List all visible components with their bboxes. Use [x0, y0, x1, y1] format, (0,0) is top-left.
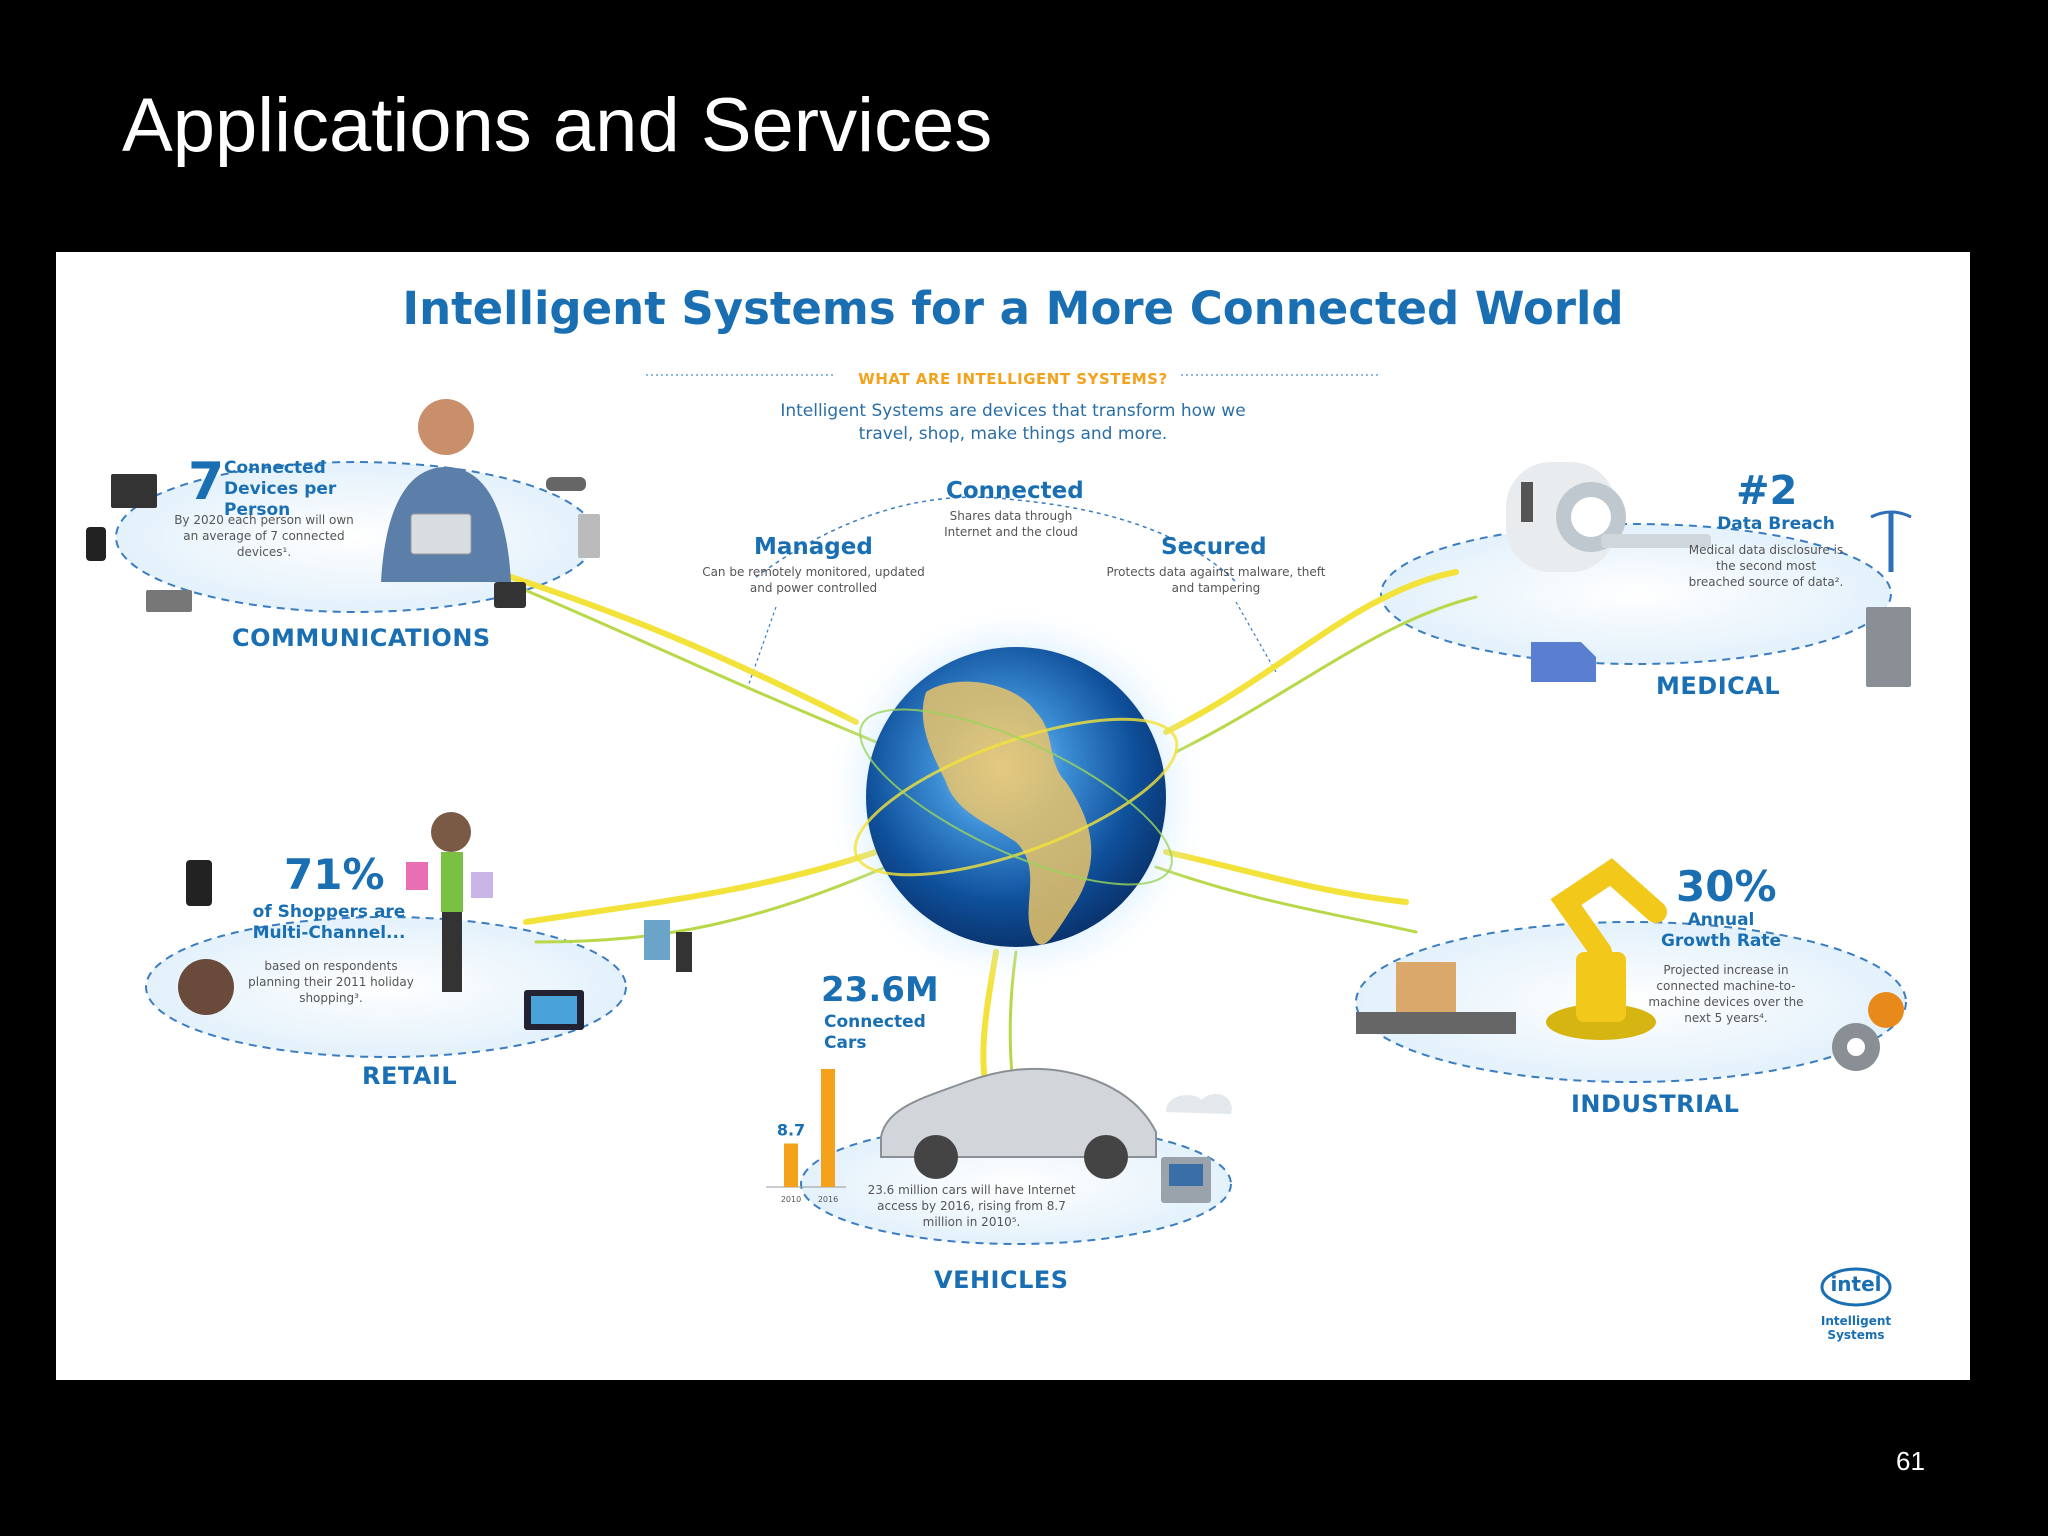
property-managed-label: Managed	[754, 534, 873, 560]
medical-stat: #2	[1736, 468, 1798, 514]
slide-title: Applications and Services	[122, 83, 993, 168]
medical-icons	[1506, 462, 1912, 687]
communications-desc: By 2020 each person will own an average …	[174, 513, 354, 559]
retail-category: RETAIL	[362, 1062, 458, 1090]
retail-icons	[178, 812, 692, 1030]
intro-text: Intelligent Systems are devices that tra…	[780, 401, 1246, 444]
vehicles-desc: 23.6 million cars will have Internet acc…	[867, 1183, 1076, 1229]
vehicles-category: VEHICLES	[934, 1266, 1069, 1294]
property-connected-desc: Shares data through Internet and the clo…	[944, 509, 1078, 539]
property-secured-label: Secured	[1161, 534, 1267, 560]
medical-stat-label: Data Breach	[1717, 514, 1835, 534]
bar-2010-value-label: 8.7	[777, 1121, 805, 1140]
retail-stat-label: of Shoppers are Multi-Channel...	[252, 902, 406, 943]
intel-logo-tagline-2: Systems	[1827, 1328, 1885, 1342]
vehicles-icons	[880, 1067, 1232, 1203]
vehicles-stat: 23.6M	[821, 970, 939, 1010]
intel-logo: intel	[1830, 1272, 1882, 1296]
intel-logo-tagline-1: Intelligent	[1820, 1314, 1892, 1328]
question-heading: WHAT ARE INTELLIGENT SYSTEMS?	[858, 370, 1168, 388]
industrial-desc: Projected increase in connected machine-…	[1648, 963, 1804, 1025]
vehicles-stat-label: Connected Cars	[824, 1012, 926, 1053]
property-connected-label: Connected	[946, 478, 1084, 504]
industrial-stat-label: Annual Growth Rate	[1660, 910, 1782, 951]
communications-icons	[86, 474, 600, 612]
property-managed-desc: Can be remotely monitored, updated and p…	[702, 565, 925, 595]
bar-2010-year: 2010	[781, 1195, 801, 1204]
bar-2016	[821, 1069, 835, 1187]
industrial-icons	[1356, 858, 1904, 1071]
infographic-panel: 2010 2016 8.7 Intelligent Systems for a …	[56, 252, 1970, 1380]
industrial-category: INDUSTRIAL	[1571, 1090, 1740, 1118]
man-with-tablet-figure	[381, 399, 511, 582]
infographic-artwork: 2010 2016 8.7	[86, 374, 1912, 1307]
bar-2010	[784, 1143, 798, 1187]
communications-stat-label: Connected Devices per Person	[224, 458, 337, 520]
communications-stat: 7	[188, 452, 225, 512]
medical-category: MEDICAL	[1656, 672, 1781, 700]
medical-desc: Medical data disclosure is the second mo…	[1688, 543, 1844, 589]
slide-number: 61	[1896, 1446, 1925, 1476]
infographic-title: Intelligent Systems for a More Connected…	[402, 282, 1624, 335]
retail-desc: based on respondents planning their 2011…	[248, 959, 414, 1005]
communications-category: COMMUNICATIONS	[232, 624, 491, 652]
property-secured-desc: Protects data against malware, theft and…	[1106, 565, 1326, 595]
industrial-stat: 30%	[1676, 862, 1777, 911]
bar-2016-year: 2016	[818, 1195, 838, 1204]
retail-stat: 71%	[284, 850, 385, 899]
